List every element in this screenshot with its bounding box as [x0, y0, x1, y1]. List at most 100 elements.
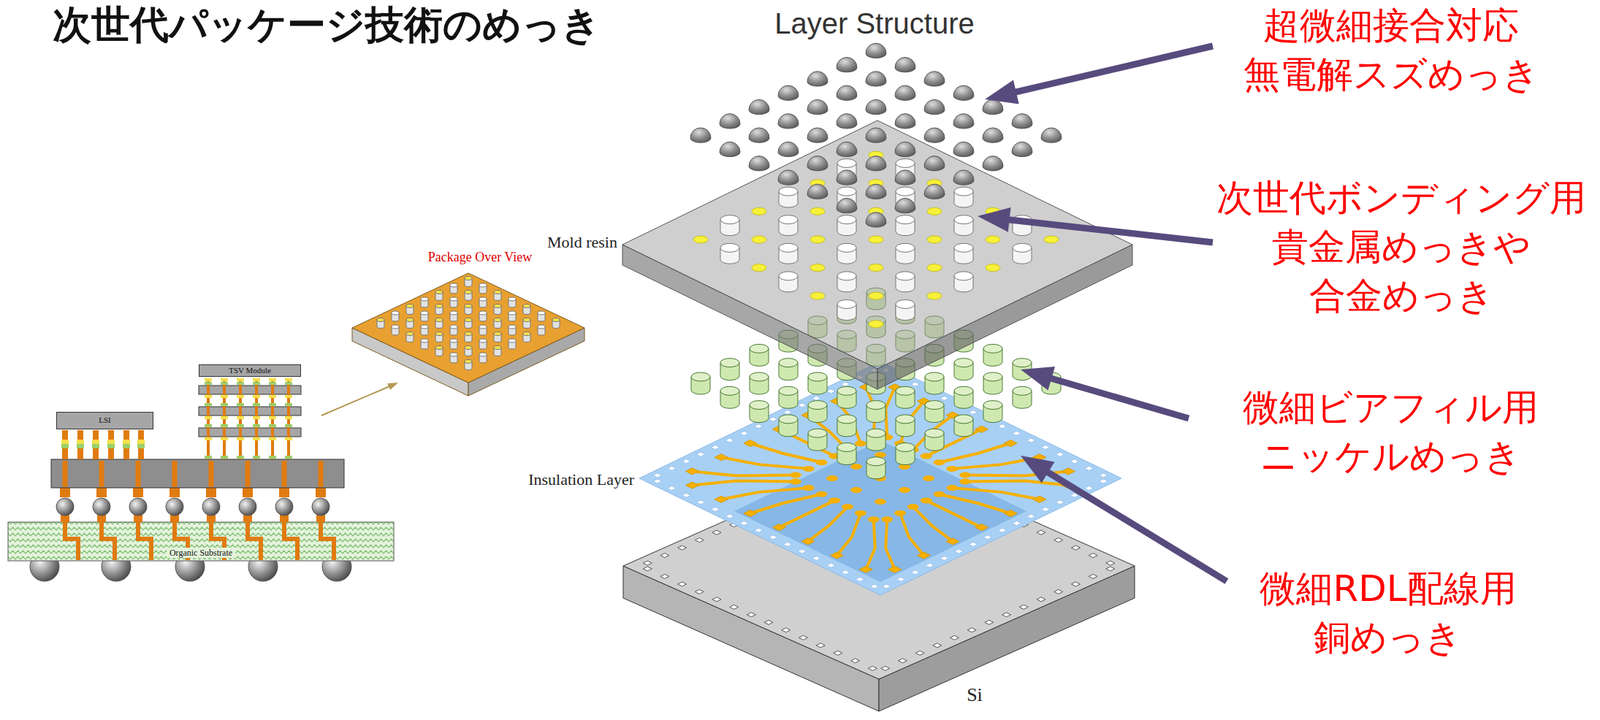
tin-bump [924, 99, 945, 114]
tsv-bump-nickel [252, 455, 261, 459]
si-pad [1054, 538, 1064, 543]
insulation-opening [896, 577, 906, 582]
bonding-pad [810, 235, 825, 244]
tin-bump [778, 113, 799, 129]
tin-bump [894, 170, 916, 185]
insulation-opening [812, 395, 822, 401]
rdl-trace [951, 488, 1039, 500]
micro-bump-nickel [107, 444, 115, 449]
insulation-opening [925, 563, 935, 568]
copper-pillar [206, 488, 217, 498]
tsv-bump-gold [204, 395, 212, 399]
rdl-pad [1003, 440, 1017, 448]
insulation-opening [710, 507, 720, 512]
si-pad [799, 635, 809, 640]
copper-pillar [132, 488, 144, 498]
tin-bump [924, 127, 945, 143]
package-bump-top [406, 304, 414, 309]
bump-ball [165, 498, 184, 516]
bonding-post-top [954, 215, 974, 225]
rdl-trace [837, 513, 861, 556]
insulation-opening [696, 452, 706, 457]
tsv-bump-nickel [204, 403, 212, 407]
overview-arrow-shaft [321, 386, 391, 416]
nickel-via-top [749, 401, 769, 410]
tsv-bump-nickel [236, 424, 245, 428]
bonding-pad [810, 292, 825, 300]
bonding-pad [927, 292, 942, 300]
package-bump-top [406, 318, 414, 323]
bonding-pad [751, 264, 767, 272]
insulation-opening [1055, 452, 1065, 457]
rdl-trace [692, 481, 796, 486]
bonding-post-top [954, 187, 974, 196]
si-pad [642, 561, 652, 566]
tin-bump [953, 170, 974, 185]
insulation-opening [812, 556, 822, 562]
rdl-land [789, 478, 802, 485]
insulation-opening [667, 466, 677, 471]
rdl-land [933, 459, 946, 466]
bonding-post-top [837, 187, 857, 196]
si-pad [833, 650, 843, 656]
insulation-opening [1098, 473, 1108, 478]
insulation-opening [1012, 521, 1022, 527]
nickel-via-top [808, 401, 828, 410]
package-bump-top [479, 325, 487, 329]
package-bump-top [420, 297, 429, 302]
rdl-land [854, 510, 867, 517]
tsv-bump-gold [220, 416, 228, 420]
callout-arrow-head [1020, 366, 1055, 391]
package-bump-top [523, 304, 531, 309]
tin-bump [719, 113, 741, 129]
rdl-trace [926, 500, 982, 528]
tsv-bump-gold [204, 437, 212, 441]
interposer-via [62, 461, 68, 488]
bonding-post-top [954, 271, 974, 281]
tin-bump [894, 113, 916, 129]
micro-bump-gold [107, 439, 115, 445]
bump-ball [202, 498, 220, 516]
package-bump-top [508, 325, 516, 329]
package-bump-top [493, 290, 502, 295]
package-bump-top [493, 346, 502, 350]
substrate-via [65, 522, 79, 561]
rdl-pad [801, 538, 815, 546]
rdl-land [828, 497, 841, 504]
rdl-land [826, 475, 838, 482]
rdl-trace [808, 507, 848, 542]
micro-bump-gold [61, 439, 69, 445]
callout-arrow-shaft [1046, 471, 1227, 582]
rdl-land [933, 491, 946, 498]
plating-callout: 超微細接合対応 無電解スズめっき [1243, 1, 1540, 100]
insulation-opening [1012, 431, 1022, 436]
tin-bump [836, 198, 857, 214]
tsv-bump-gold [236, 416, 245, 420]
tin-bump [953, 113, 974, 129]
bonding-pad [751, 207, 767, 215]
insulation-opening [911, 570, 920, 575]
si-pad [1088, 553, 1098, 559]
package-overview [352, 273, 585, 396]
tin-bump [807, 156, 828, 171]
si-pad [781, 628, 791, 633]
tin-bump [865, 212, 887, 228]
tsv-bump-nickel [284, 403, 293, 407]
bonding-pad [693, 235, 708, 244]
rdl-pad [743, 510, 757, 518]
tsv-bump-nickel [236, 403, 245, 407]
insulation-opening [740, 431, 749, 436]
callout-arrows [977, 46, 1227, 582]
rdl-land [854, 440, 867, 447]
rdl-land [874, 498, 887, 505]
nickel-via-top [983, 401, 1003, 410]
package-bump-top [479, 283, 487, 288]
tin-bump [953, 141, 974, 157]
tin-bump [865, 99, 887, 114]
micro-pillar [138, 448, 144, 460]
insulation-opening [667, 486, 677, 491]
si-pad [950, 635, 960, 640]
tsv-bump-gold [268, 416, 277, 420]
micro-bump-nickel [122, 444, 131, 449]
tin-bump [1041, 127, 1062, 143]
